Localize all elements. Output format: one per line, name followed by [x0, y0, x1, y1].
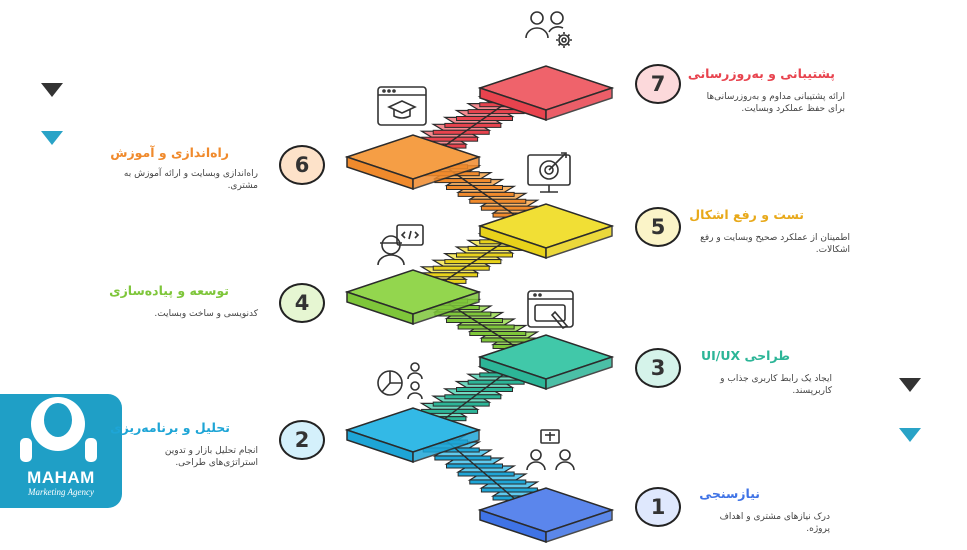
step-6-title: راه‌اندازی و آموزش — [110, 145, 229, 160]
landing-side-right-6 — [412, 155, 480, 191]
landing-side-right-5 — [545, 224, 613, 260]
logo-brand: MAHAM — [27, 468, 95, 487]
step-6-desc: راه‌اندازی وبسایت و ارائه آموزش به مشتری… — [123, 169, 258, 192]
logo-mark-icon — [20, 397, 97, 462]
developer-icon — [377, 224, 424, 266]
stair-riser — [480, 487, 538, 493]
stair-riser — [434, 455, 492, 461]
support-icon — [525, 11, 572, 48]
step-7-desc: ارائه پشتیبانی مداوم و به‌روزرسانی‌ها بر… — [706, 92, 845, 115]
step-1-number: 1 — [635, 487, 681, 527]
step-2-number: 2 — [279, 420, 325, 460]
step-4-number: 4 — [279, 283, 325, 323]
step-2-title: تحلیل و برنامه‌ریزی — [110, 420, 230, 435]
logo-tagline: Marketing Agency — [27, 487, 95, 497]
dark-triangle-icon — [41, 83, 63, 97]
dark-triangle-icon — [899, 378, 921, 392]
meeting-icon — [526, 429, 575, 471]
landing-side-right-2 — [412, 428, 480, 464]
landing-side-right-1 — [545, 508, 613, 544]
step-4-title: توسعه و پیاده‌سازی — [109, 283, 229, 298]
step-6-number: 6 — [279, 145, 325, 185]
stair-riser — [469, 479, 527, 485]
landing-side-right-3 — [545, 355, 613, 391]
step-5-title: تست و رفع اشکال — [689, 207, 804, 222]
maham-logo: MAHAM Marketing Agency — [0, 394, 122, 508]
step-5-number: 5 — [635, 207, 681, 247]
step-7-number: 7 — [635, 64, 681, 104]
blue-triangle-icon — [41, 131, 63, 145]
landing-side-right-4 — [412, 290, 480, 326]
training-icon — [377, 86, 427, 126]
step-5-desc: اطمینان از عملکرد صحیح وبسایت و رفع اشکا… — [700, 233, 850, 256]
design-icon — [527, 290, 574, 329]
blue-triangle-icon — [899, 428, 921, 442]
step-7-title: پشتیبانی و به‌روزرسانی — [687, 66, 835, 81]
step-3-desc: ایجاد یک رابط کاربری جذاب و کاربرپسند. — [720, 374, 832, 397]
step-2-desc: انجام تحلیل بازار و تدوین استراتژی‌های ط… — [164, 446, 258, 469]
step-1-desc: درک نیازهای مشتری و اهداف پروژه. — [719, 512, 830, 535]
step-3-title: طراحی UI/UX — [701, 348, 790, 363]
step-3-number: 3 — [635, 348, 681, 388]
landing-side-right-7 — [545, 86, 613, 122]
step-4-desc: کدنویسی و ساخت وبسایت. — [154, 309, 258, 319]
stair-riser — [421, 408, 479, 414]
target-icon — [527, 152, 571, 193]
analysis-icon — [377, 362, 423, 400]
step-1-title: نیازسنجی — [699, 486, 760, 501]
